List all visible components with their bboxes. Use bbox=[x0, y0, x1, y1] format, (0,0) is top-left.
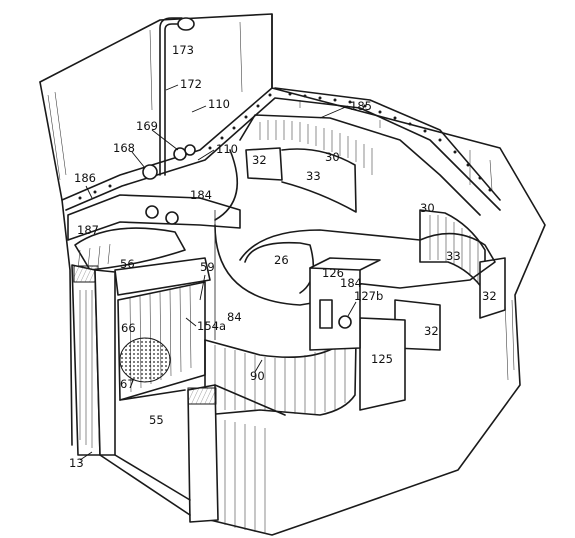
label-184-right: 184 bbox=[340, 276, 362, 290]
label-110-mid: 110 bbox=[216, 142, 238, 156]
label-30-back: 30 bbox=[325, 150, 340, 164]
right-recess bbox=[394, 209, 506, 351]
label-127b: 127b bbox=[354, 289, 383, 303]
label-30-right: 30 bbox=[420, 201, 435, 215]
label-110-top: 110 bbox=[208, 97, 230, 111]
label-169: 169 bbox=[136, 119, 158, 133]
label-32-right: 32 bbox=[482, 289, 497, 303]
label-187: 187 bbox=[77, 223, 99, 237]
label-154a: 154a bbox=[197, 319, 226, 333]
label-26: 26 bbox=[274, 253, 289, 267]
label-67: 67 bbox=[120, 377, 135, 391]
label-173: 173 bbox=[172, 43, 194, 57]
label-186: 186 bbox=[74, 171, 96, 185]
label-32-back: 32 bbox=[252, 153, 267, 167]
label-184-left: 184 bbox=[190, 188, 212, 202]
reference-labels: 173 172 110 169 168 110 185 186 184 32 3… bbox=[69, 43, 497, 470]
label-84: 84 bbox=[227, 310, 242, 324]
label-185: 185 bbox=[350, 99, 372, 113]
cabinet-block bbox=[309, 257, 406, 411]
label-168: 168 bbox=[113, 141, 135, 155]
label-55: 55 bbox=[149, 413, 164, 427]
label-90: 90 bbox=[250, 369, 265, 383]
label-13: 13 bbox=[69, 456, 84, 470]
shower-assembly bbox=[142, 17, 196, 180]
label-59: 59 bbox=[200, 260, 215, 274]
label-32-lower: 32 bbox=[424, 324, 439, 338]
label-125: 125 bbox=[371, 352, 393, 366]
label-33-right: 33 bbox=[446, 249, 461, 263]
label-126: 126 bbox=[322, 266, 344, 280]
sink-cabinet bbox=[67, 194, 241, 401]
label-33-back: 33 bbox=[306, 169, 321, 183]
back-wall-panel bbox=[239, 114, 481, 216]
label-172: 172 bbox=[180, 77, 202, 91]
label-66: 66 bbox=[121, 321, 136, 335]
doorway-floor bbox=[71, 264, 286, 534]
outer-walls bbox=[39, 13, 546, 536]
label-56: 56 bbox=[120, 257, 135, 271]
